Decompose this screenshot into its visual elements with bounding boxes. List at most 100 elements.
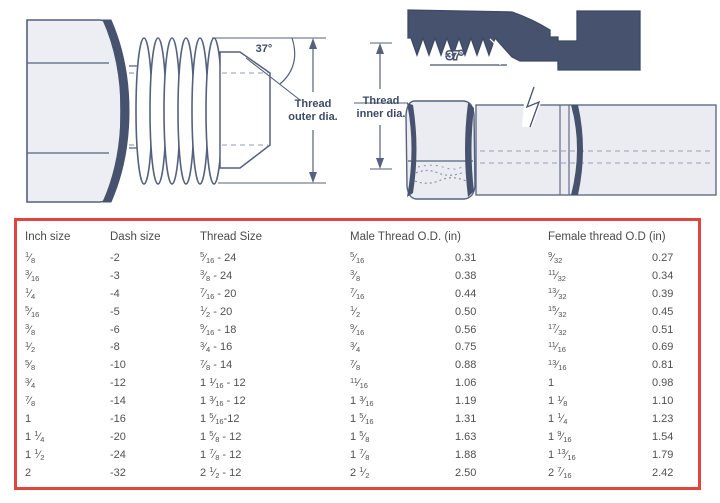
thread-coils: [135, 37, 223, 185]
cell-dash-size: -16: [110, 412, 126, 425]
body-cap-crescent: [571, 105, 583, 195]
header-inch-size: Inch size: [25, 230, 71, 243]
thread-size-table: Inch size Dash size Thread Size Male Thr…: [14, 218, 701, 490]
cell-dash-size: -8: [110, 341, 120, 354]
cell-male-od-frac: 1 5⁄8: [350, 429, 370, 444]
arrow-down-icon: [376, 158, 384, 169]
cell-male-od-decimal: 0.44: [455, 287, 477, 300]
angle-annotation: 37°: [212, 37, 326, 101]
cell-thread-size: 7⁄8 - 14: [200, 357, 233, 373]
cell-male-od-decimal: 0.50: [455, 305, 477, 318]
cell-female-od-decimal: 0.45: [652, 305, 674, 318]
table-row: 3⁄8 -6 9⁄16 - 18 9⁄16 0.56 17⁄32 0.51: [25, 321, 698, 339]
inner-dia-dimension: Thread inner dia.: [357, 42, 406, 170]
table-row: 7⁄8 -14 1 3⁄16 - 12 1 3⁄16 1.19 1 1⁄8 1.…: [25, 392, 698, 410]
cell-female-od-decimal: 1.79: [652, 448, 674, 461]
arrow-down-icon: [309, 172, 317, 183]
cell-male-od-frac: 1⁄2: [350, 304, 361, 319]
cell-male-od-decimal: 1.88: [455, 448, 477, 461]
cell-thread-size: 1⁄2 - 20: [200, 304, 233, 319]
cell-female-od-decimal: 0.98: [652, 377, 674, 390]
table-row: 1⁄4 -4 7⁄16 - 20 7⁄16 0.44 13⁄32 0.39: [25, 285, 698, 303]
table-row: 2 -32 2 1⁄2 - 12 2 1⁄2 2.50 2 7⁄16 2.42: [25, 464, 698, 482]
table-row: 3⁄4 -12 1 1⁄16 - 12 11⁄16 1.06 1 0.98: [25, 374, 698, 392]
header-female-od: Female thread O.D (in): [548, 230, 666, 243]
cell-inch-size: 3⁄4: [25, 375, 36, 391]
cell-thread-size: 1 1⁄16 - 12: [200, 375, 246, 391]
cell-female-od-frac: 9⁄32: [548, 250, 563, 265]
table-body: 1⁄8 -2 5⁄16 - 24 5⁄16 0.31 9⁄32 0.27 3⁄1…: [25, 249, 698, 482]
cell-male-od-frac: 7⁄16: [350, 286, 365, 301]
nut-block: [405, 100, 476, 200]
table-row: 5⁄8 -10 7⁄8 - 14 7⁄8 0.88 13⁄16 0.81: [25, 356, 698, 374]
cell-female-od-frac: 17⁄32: [548, 322, 567, 337]
cell-inch-size: 2: [25, 466, 32, 479]
cell-inch-size: 5⁄16: [25, 304, 40, 319]
cell-thread-size: 2 1⁄2 - 12: [200, 465, 242, 480]
cell-inch-size: 1 1⁄4: [25, 429, 45, 444]
cell-male-od-frac: 9⁄16: [350, 322, 365, 337]
cell-dash-size: -6: [110, 323, 120, 336]
outer-dia-dimension: Thread outer dia.: [218, 38, 338, 184]
cell-male-od-decimal: 1.31: [455, 412, 477, 425]
cell-female-od-frac: 1 13⁄16: [548, 447, 576, 462]
cell-female-od-frac: 1 1⁄4: [548, 411, 568, 426]
cell-thread-size: 1 3⁄16 - 12: [200, 393, 246, 409]
cell-female-od-frac: 1 1⁄8: [548, 393, 568, 409]
cell-male-od-decimal: 0.38: [455, 269, 477, 282]
cell-dash-size: -5: [110, 305, 120, 318]
cell-inch-size: 1⁄4: [25, 286, 36, 301]
table-row: 1⁄8 -2 5⁄16 - 24 5⁄16 0.31 9⁄32 0.27: [25, 249, 698, 267]
cell-thread-size: 1 5⁄16-12: [200, 411, 240, 426]
cell-male-od-decimal: 0.31: [455, 251, 477, 264]
table-row: 1 1⁄4 -20 1 5⁄8 - 12 1 5⁄8 1.63 1 9⁄16 1…: [25, 428, 698, 446]
cell-male-od-decimal: 1.63: [455, 430, 477, 443]
cell-inch-size: 1: [25, 412, 32, 425]
cell-male-od-frac: 1 3⁄16: [350, 393, 374, 409]
cell-male-od-frac: 11⁄16: [350, 375, 368, 391]
dimension-label-line1: Thread: [295, 98, 332, 110]
break-mark: [522, 86, 541, 128]
cell-inch-size: 1 1⁄2: [25, 447, 45, 462]
cell-inch-size: 7⁄8: [25, 393, 36, 409]
cell-dash-size: -32: [110, 466, 126, 479]
male-fitting-diagram: 37° Thread outer dia.: [26, 19, 338, 203]
nut-right-crescent: [465, 103, 474, 197]
cell-male-od-decimal: 1.19: [455, 395, 477, 408]
table-row: 1 1⁄2 -24 1 7⁄8 - 12 1 7⁄8 1.88 1 13⁄16 …: [25, 446, 698, 464]
angle-leg-line: [245, 57, 301, 101]
cell-male-od-decimal: 0.88: [455, 359, 477, 372]
angle-label: 37°: [256, 43, 273, 55]
hex-nut-facet-lines: [27, 62, 109, 154]
cell-thread-size: 3⁄8 - 24: [200, 268, 233, 283]
angle-arc: [279, 37, 296, 85]
cell-thread-size: 1 7⁄8 - 12: [200, 447, 242, 462]
body-cylinder: [475, 104, 717, 196]
cell-male-od-decimal: 0.56: [455, 323, 477, 336]
header-male-od: Male Thread O.D. (in): [350, 230, 461, 243]
cell-thread-size: 5⁄16 - 24: [200, 250, 237, 265]
arrow-up-icon: [309, 38, 317, 49]
cell-female-od-frac: 15⁄32: [548, 304, 567, 319]
cell-female-od-decimal: 1.10: [652, 395, 674, 408]
table-row: 1⁄2 -8 3⁄4 - 16 3⁄4 0.75 11⁄16 0.69: [25, 338, 698, 356]
cell-male-od-frac: 5⁄16: [350, 250, 365, 265]
nut-left-crescent: [407, 103, 417, 197]
table-row: 5⁄16 -5 1⁄2 - 20 1⁄2 0.50 15⁄32 0.45: [25, 303, 698, 321]
stipple-row: [415, 169, 465, 176]
header-dash-size: Dash size: [110, 230, 161, 243]
dimension-label-line2: inner dia.: [357, 108, 406, 120]
cell-inch-size: 3⁄8: [25, 322, 36, 337]
cell-thread-size: 9⁄16 - 18: [200, 322, 237, 337]
cell-female-od-decimal: 0.81: [652, 359, 674, 372]
cell-dash-size: -4: [110, 287, 120, 300]
cell-female-od-frac: 13⁄16: [548, 357, 567, 373]
cell-dash-size: -3: [110, 269, 120, 282]
cell-female-od-frac: 1: [548, 377, 555, 390]
cell-female-od-frac: 2 7⁄16: [548, 465, 572, 480]
flare-cone: [219, 51, 271, 169]
arrow-up-icon: [376, 43, 384, 54]
table-row: 1 -16 1 5⁄16-12 1 5⁄16 1.31 1 1⁄4 1.23: [25, 410, 698, 428]
header-thread-size: Thread Size: [200, 230, 263, 243]
